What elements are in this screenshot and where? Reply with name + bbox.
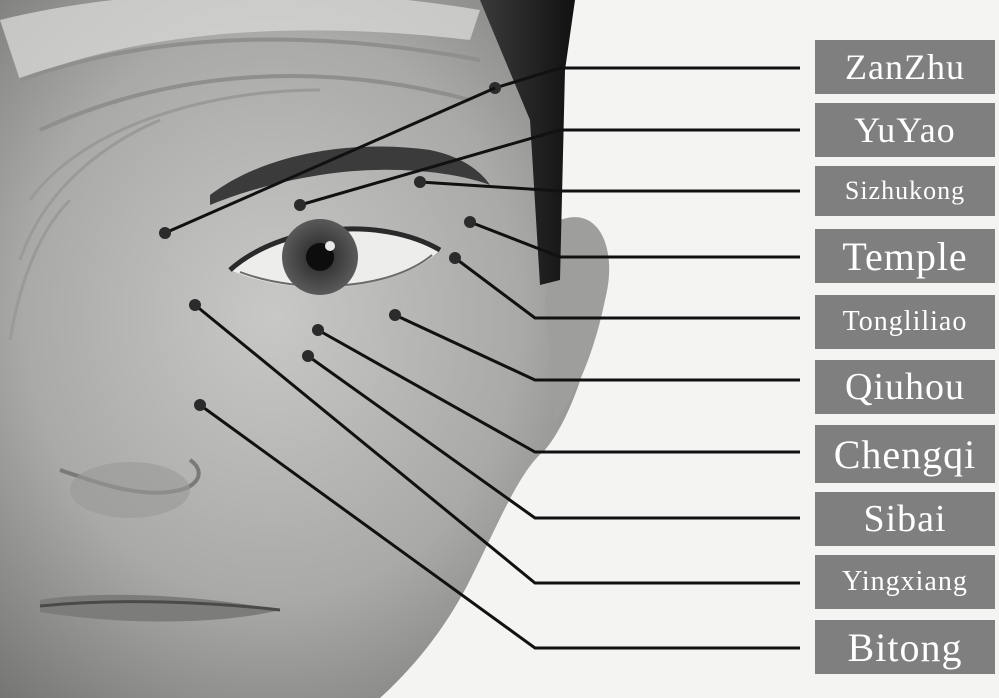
acupoint-marker-qiuhou [389, 309, 401, 321]
acupoint-marker-bitong [194, 399, 206, 411]
acupoint-label-chengqi: Chengqi [815, 425, 995, 483]
acupoint-label-zanzhu: ZanZhu [815, 40, 995, 94]
acupoint-marker-tongliliao [449, 252, 461, 264]
acupoint-label-temple: Temple [815, 229, 995, 283]
acupoint-marker-chengqi [312, 324, 324, 336]
acupoint-marker-yuyao [294, 199, 306, 211]
leader-line-zanzhu [495, 68, 800, 88]
leader-line-chengqi [318, 330, 800, 452]
acupoint-label-sizhukong: Sizhukong [815, 166, 995, 216]
acupoint-label-bitong: Bitong [815, 620, 995, 674]
leader-line-sizhukong [420, 182, 800, 191]
acupoint-marker-sizhukong [414, 176, 426, 188]
leader-line-zanzhu-extension [165, 88, 495, 233]
leader-line-tongliliao [455, 258, 800, 318]
acupoint-label-qiuhou: Qiuhou [815, 360, 995, 414]
acupoint-label-tongliliao: Tongliliao [815, 295, 995, 349]
leader-line-qiuhou [395, 315, 800, 380]
acupoint-label-sibai: Sibai [815, 492, 995, 546]
acupoint-marker-yingxiang [189, 299, 201, 311]
acupoint-marker-sibai [302, 350, 314, 362]
acupoint-marker-zanzhu-forehead [159, 227, 171, 239]
acupoint-label-yingxiang: Yingxiang [815, 555, 995, 609]
acupoint-label-yuyao: YuYao [815, 103, 995, 157]
acupoint-marker-temple [464, 216, 476, 228]
leader-line-bitong [200, 405, 800, 648]
leader-line-temple [470, 222, 800, 257]
leader-line-yingxiang [195, 305, 800, 583]
